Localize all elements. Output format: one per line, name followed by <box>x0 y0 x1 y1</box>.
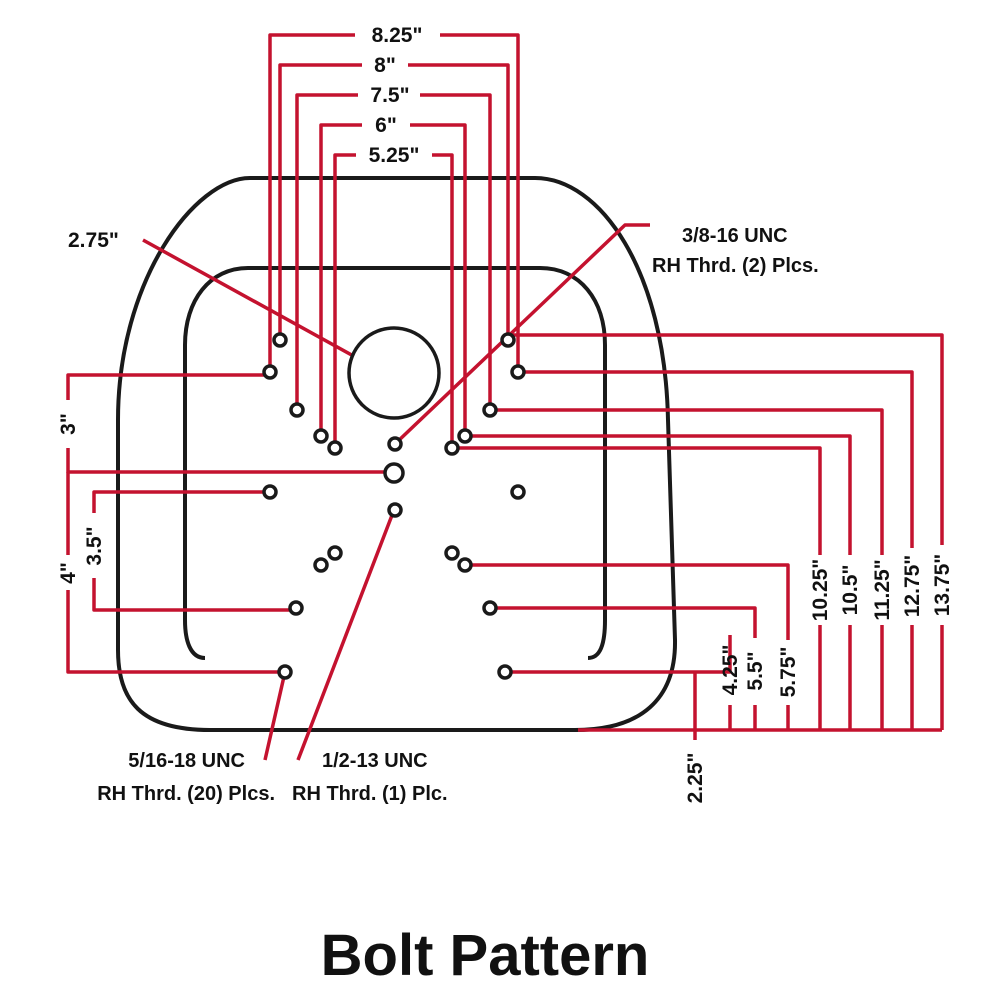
dim-line-10-25 <box>455 446 822 555</box>
dim-line-5-25 <box>333 153 454 448</box>
dim-label-5-75: 5.75" <box>777 647 800 698</box>
bolt-hole <box>387 502 403 518</box>
dim-label-3-5: 3.5" <box>83 526 106 565</box>
bolt-hole <box>457 428 473 444</box>
center-large-hole <box>383 462 405 484</box>
top-dimension-labels: 8.25" 8" 7.5" 6" 5.25" <box>369 24 423 167</box>
callout-bottom-left-line1: 5/16-18 UNC <box>128 750 245 772</box>
bolt-hole <box>288 600 304 616</box>
leader-top-right-callout <box>394 223 650 445</box>
leader-bottom-center-callout <box>296 509 396 761</box>
leader-center-bore <box>142 238 389 377</box>
dim-line-11-25 <box>490 408 884 555</box>
dim-line-7-5 <box>295 93 492 410</box>
bolt-hole <box>262 364 278 380</box>
dim-label-10-5: 10.5" <box>839 565 862 616</box>
bolt-hole <box>289 402 305 418</box>
dim-line-4-25 <box>505 635 732 674</box>
dim-line-8 <box>278 63 510 340</box>
left-dimension-labels: 3" 3.5" 4" <box>57 413 106 584</box>
plate-outer-outline <box>116 176 678 732</box>
bolt-hole <box>272 332 288 348</box>
callout-bottom-center: 1/2-13 UNC RH Thrd. (1) Plc. <box>292 750 448 805</box>
callout-top-right-line1: 3/8-16 UNC <box>682 225 788 247</box>
callout-bottom-left-line2: RH Thrd. (20) Plcs. <box>97 783 275 805</box>
center-bore-hole <box>347 326 441 420</box>
callout-bottom-center-line2: RH Thrd. (1) Plc. <box>292 783 448 805</box>
dim-line-8-25 <box>268 33 520 370</box>
bolt-hole <box>444 440 460 456</box>
bolt-hole <box>277 664 293 680</box>
right-dimension-baseline <box>578 625 944 732</box>
callout-bottom-left: 5/16-18 UNC RH Thrd. (20) Plcs. <box>97 750 275 805</box>
dim-label-6: 6" <box>375 114 397 137</box>
dim-label-8: 8" <box>374 54 396 77</box>
bolt-hole <box>313 557 329 573</box>
bolt-hole <box>387 436 403 452</box>
dim-line-4 <box>66 472 285 674</box>
dim-label-4: 4" <box>57 562 80 584</box>
dim-label-10-25: 10.25" <box>809 559 832 622</box>
dim-line-3-5 <box>92 490 296 612</box>
bolt-hole <box>510 484 526 500</box>
bolt-hole <box>482 600 498 616</box>
bolt-hole <box>313 428 329 444</box>
callout-bottom-center-line1: 1/2-13 UNC <box>322 750 428 772</box>
dimension-lines <box>66 33 944 761</box>
bolt-hole <box>482 402 498 418</box>
callout-top-right: 3/8-16 UNC RH Thrd. (2) Plcs. <box>652 225 819 277</box>
dim-line-12-75 <box>518 370 914 548</box>
callout-top-right-line2: RH Thrd. (2) Plcs. <box>652 255 819 277</box>
dim-line-5-5 <box>490 606 757 638</box>
bolt-hole <box>510 364 526 380</box>
center-bore-label: 2.75" <box>68 229 119 252</box>
bolt-hole <box>457 557 473 573</box>
dim-label-7-5: 7.5" <box>370 84 409 107</box>
bolt-hole <box>444 545 460 561</box>
dim-label-5-5: 5.5" <box>744 651 767 690</box>
dim-label-13-75: 13.75" <box>931 554 954 617</box>
leader-bottom-left-callout <box>263 671 287 761</box>
bolt-hole <box>262 484 278 500</box>
bolt-hole <box>497 664 513 680</box>
dim-line-5-75 <box>465 563 790 640</box>
bolt-holes <box>262 326 526 680</box>
dim-label-12-75: 12.75" <box>901 555 924 618</box>
plate-inner-slot <box>183 266 607 660</box>
dim-label-4-25: 4.25" <box>719 645 742 696</box>
dim-line-6 <box>319 123 467 436</box>
dim-label-8-25: 8.25" <box>372 24 423 47</box>
right-dimension-labels: 4.25" 5.5" 5.75" 10.25" 10.5" 11.25" 12.… <box>719 554 954 698</box>
bolt-hole <box>500 332 516 348</box>
dim-line-10-5 <box>467 434 852 555</box>
bolt-hole <box>327 440 343 456</box>
dim-line-13-75 <box>508 333 944 545</box>
diagram-title: Bolt Pattern <box>321 923 650 988</box>
dim-label-2-25: 2.25" <box>684 753 707 804</box>
dim-label-5-25: 5.25" <box>369 144 420 167</box>
dim-label-11-25: 11.25" <box>871 559 894 620</box>
bolt-hole <box>327 545 343 561</box>
dim-label-3: 3" <box>57 413 80 435</box>
